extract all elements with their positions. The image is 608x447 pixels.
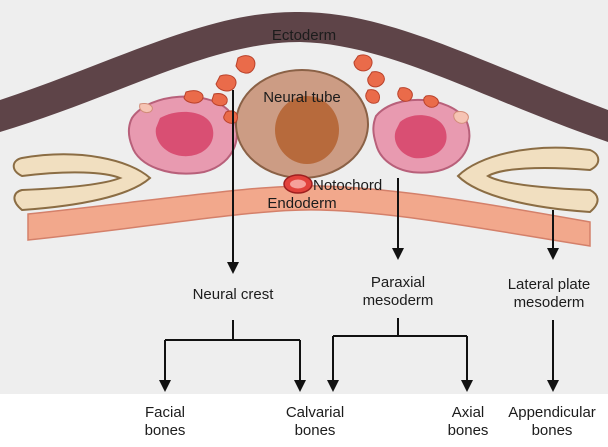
axial-bones-label: Axial bones — [430, 404, 506, 440]
paraxial-line1: Paraxial — [338, 274, 458, 292]
notochord — [284, 175, 312, 193]
facial-line2: bones — [120, 422, 210, 440]
calvarial-line2: bones — [270, 422, 360, 440]
calvarial-bones-label: Calvarial bones — [270, 404, 360, 440]
lateral-line2: mesoderm — [490, 294, 608, 312]
somite-right — [373, 100, 469, 173]
facial-line1: Facial — [120, 404, 210, 422]
notochord-label: Notochord — [313, 177, 382, 194]
endoderm-label: Endoderm — [267, 195, 336, 212]
neural-crest-label: Neural crest — [168, 286, 298, 304]
lateral-plate-mesoderm-label: Lateral plate mesoderm — [490, 276, 608, 312]
neural-tube-label: Neural tube — [263, 89, 341, 106]
calvarial-line1: Calvarial — [270, 404, 360, 422]
appendicular-bones-label: Appendicular bones — [496, 404, 608, 440]
appendicular-line1: Appendicular — [496, 404, 608, 422]
neural-crest-text: Neural crest — [193, 286, 274, 303]
axial-line2: bones — [430, 422, 506, 440]
axial-line1: Axial — [430, 404, 506, 422]
paraxial-line2: mesoderm — [338, 292, 458, 310]
ectoderm-label: Ectoderm — [272, 27, 336, 44]
paraxial-mesoderm-label: Paraxial mesoderm — [338, 274, 458, 310]
facial-bones-label: Facial bones — [120, 404, 210, 440]
neural-tube — [236, 70, 368, 178]
lateral-line1: Lateral plate — [490, 276, 608, 294]
appendicular-line2: bones — [496, 422, 608, 440]
